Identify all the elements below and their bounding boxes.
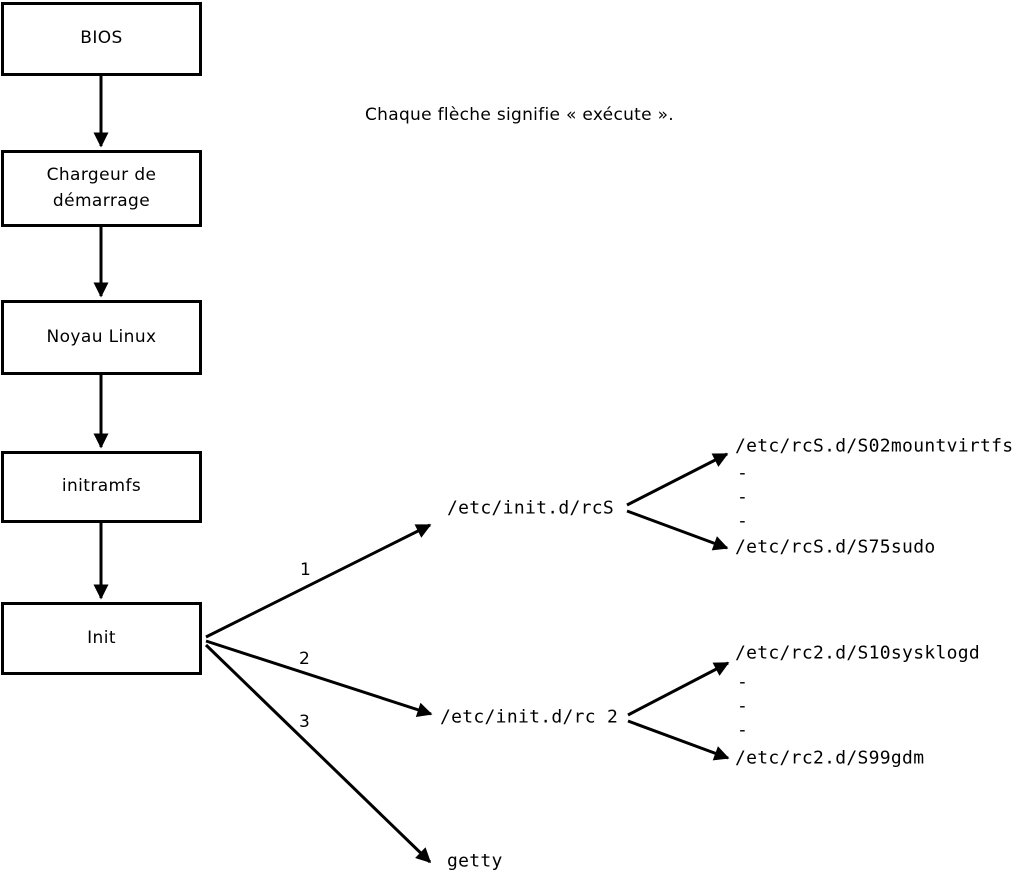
node-kernel-label: Noyau Linux: [46, 326, 157, 347]
path-rcs-d-s02mountvirtfs: /etc/rcS.d/S02mountvirtfs: [735, 435, 1014, 457]
ellipsis-dash: -: [737, 486, 749, 508]
node-initramfs: initramfs: [1, 451, 202, 523]
arrow-rc2-to-s10sysklogd: [627, 661, 730, 717]
node-init: Init: [1, 602, 202, 675]
path-init-d-rcs: /etc/init.d/rcS: [447, 497, 615, 519]
ellipsis-dash: -: [737, 510, 749, 532]
path-rc2-d-s10sysklogd: /etc/rc2.d/S10sysklogd: [735, 642, 981, 664]
arrow-rcs-to-s02mountvirtfs: [626, 452, 729, 507]
node-bootloader-label: Chargeur de démarrage: [46, 165, 157, 211]
ellipsis-dash: -: [737, 695, 749, 717]
node-kernel: Noyau Linux: [1, 300, 202, 375]
arrow-init-to-getty: [204, 643, 432, 864]
legend-note: Chaque flèche signifie « exécute ».: [365, 105, 674, 125]
node-initramfs-label: initramfs: [61, 476, 142, 497]
arrow-rcs-to-s75sudo: [626, 509, 729, 551]
path-rcs-d-s75sudo: /etc/rcS.d/S75sudo: [735, 536, 936, 558]
arrow-init-to-rc2: [205, 639, 433, 717]
path-init-d-rc2: /etc/init.d/rc 2: [440, 706, 619, 728]
ellipsis-dash: -: [737, 462, 749, 484]
node-bios-label: BIOS: [80, 28, 123, 49]
arrow-rc2-to-s99gdm: [627, 719, 730, 761]
node-init-label: Init: [87, 627, 116, 648]
arrow-label-3: 3: [299, 712, 310, 732]
ellipsis-dash: -: [737, 671, 749, 693]
path-rc2-d-s99gdm: /etc/rc2.d/S99gdm: [735, 747, 925, 769]
arrow-label-1: 1: [300, 560, 311, 580]
node-bios: BIOS: [1, 2, 202, 76]
arrow-label-2: 2: [299, 649, 310, 669]
path-getty: getty: [447, 850, 503, 872]
arrow-init-to-rcs: [205, 523, 432, 639]
ellipsis-dash: -: [737, 719, 749, 741]
node-bootloader: Chargeur de démarrage: [1, 150, 202, 227]
